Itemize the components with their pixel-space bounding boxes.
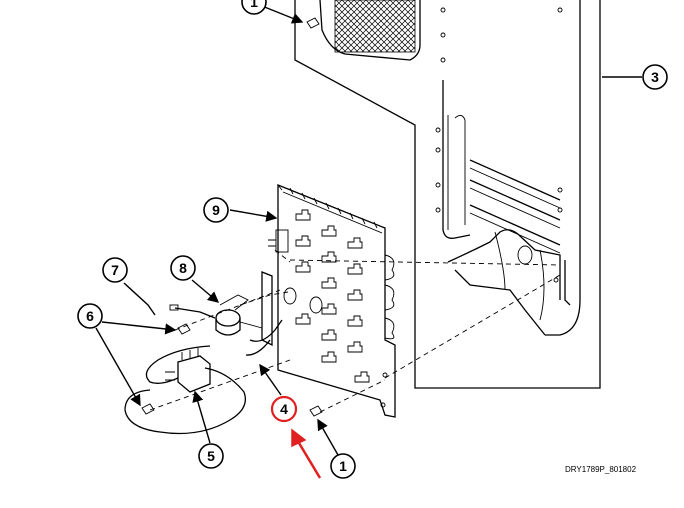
svg-text:6: 6 — [86, 308, 94, 324]
grille-panel — [294, 0, 601, 389]
callout-3: 3 — [642, 64, 668, 90]
svg-text:9: 9 — [212, 202, 220, 218]
svg-text:3: 3 — [651, 69, 659, 85]
callout-7: 7 — [102, 257, 128, 283]
svg-text:1: 1 — [339, 458, 347, 474]
callout-4-highlighted: 4 — [270, 395, 298, 423]
callout-6: 6 — [77, 303, 103, 329]
highlight-arrow — [291, 428, 322, 479]
callout-5: 5 — [198, 443, 224, 469]
callout-1-bottom: 1 — [330, 453, 356, 479]
svg-text:4: 4 — [280, 401, 288, 417]
drawing-code: DRY1789P_801802 — [565, 465, 637, 474]
svg-text:8: 8 — [179, 260, 187, 276]
callout-leaders — [95, 5, 642, 456]
wiring-assembly — [124, 17, 323, 435]
svg-text:1: 1 — [250, 0, 258, 10]
callout-9: 9 — [203, 197, 229, 223]
assembly-lines — [149, 249, 561, 413]
svg-text:7: 7 — [111, 262, 119, 278]
svg-text:5: 5 — [207, 448, 215, 464]
control-plate — [268, 184, 396, 418]
callout-8: 8 — [170, 255, 196, 281]
cabinet-panel — [435, 0, 581, 336]
callout-1-top: 1 — [241, 0, 267, 15]
